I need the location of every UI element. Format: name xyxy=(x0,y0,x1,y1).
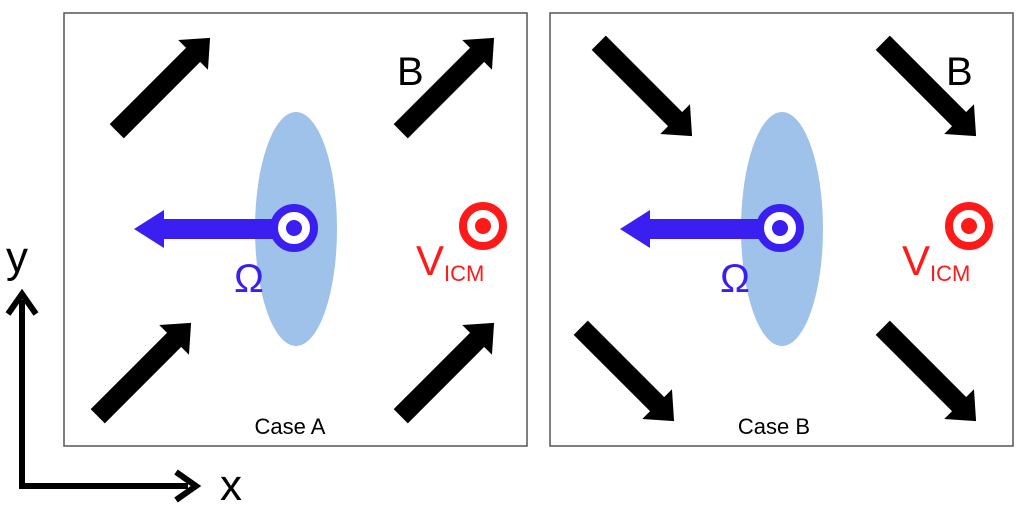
coordinate-axes: y x xyxy=(5,233,242,507)
y-axis-arrowhead xyxy=(5,288,39,316)
field-label: B xyxy=(946,50,973,94)
field-arrow xyxy=(393,37,495,139)
omega-out-of-page-symbol xyxy=(270,204,318,252)
field-arrow xyxy=(875,320,977,422)
vicm-out-of-page-symbol xyxy=(459,202,507,250)
panel-caption: Case A xyxy=(255,414,326,439)
field-arrow xyxy=(90,322,192,424)
vicm-main: V xyxy=(902,237,930,284)
field-label: B xyxy=(397,50,424,94)
field-arrow xyxy=(393,322,495,424)
field-arrow xyxy=(591,35,693,137)
vicm-subscript: ICM xyxy=(444,261,484,286)
x-axis-label: x xyxy=(220,461,242,507)
field-arrow xyxy=(875,35,977,137)
x-axis-arrowhead xyxy=(174,469,202,503)
omega-arrow xyxy=(134,210,280,248)
omega-label: Ω xyxy=(234,257,264,301)
y-axis-label: y xyxy=(6,233,28,282)
panel-caption: Case B xyxy=(738,414,810,439)
field-arrow xyxy=(109,37,211,139)
vicm-label: VICM xyxy=(902,237,970,286)
vicm-label: VICM xyxy=(416,237,484,286)
omega-out-of-page-symbol xyxy=(756,204,804,252)
panel-case-b: Ω VICM B Case B xyxy=(549,12,1014,447)
omega-label: Ω xyxy=(720,257,750,301)
vicm-subscript: ICM xyxy=(930,261,970,286)
omega-arrow xyxy=(620,210,766,248)
field-arrow xyxy=(573,320,675,422)
vicm-out-of-page-symbol xyxy=(945,202,993,250)
vicm-main: V xyxy=(416,237,444,284)
panel-case-a: Ω VICM B Case A xyxy=(63,12,528,447)
